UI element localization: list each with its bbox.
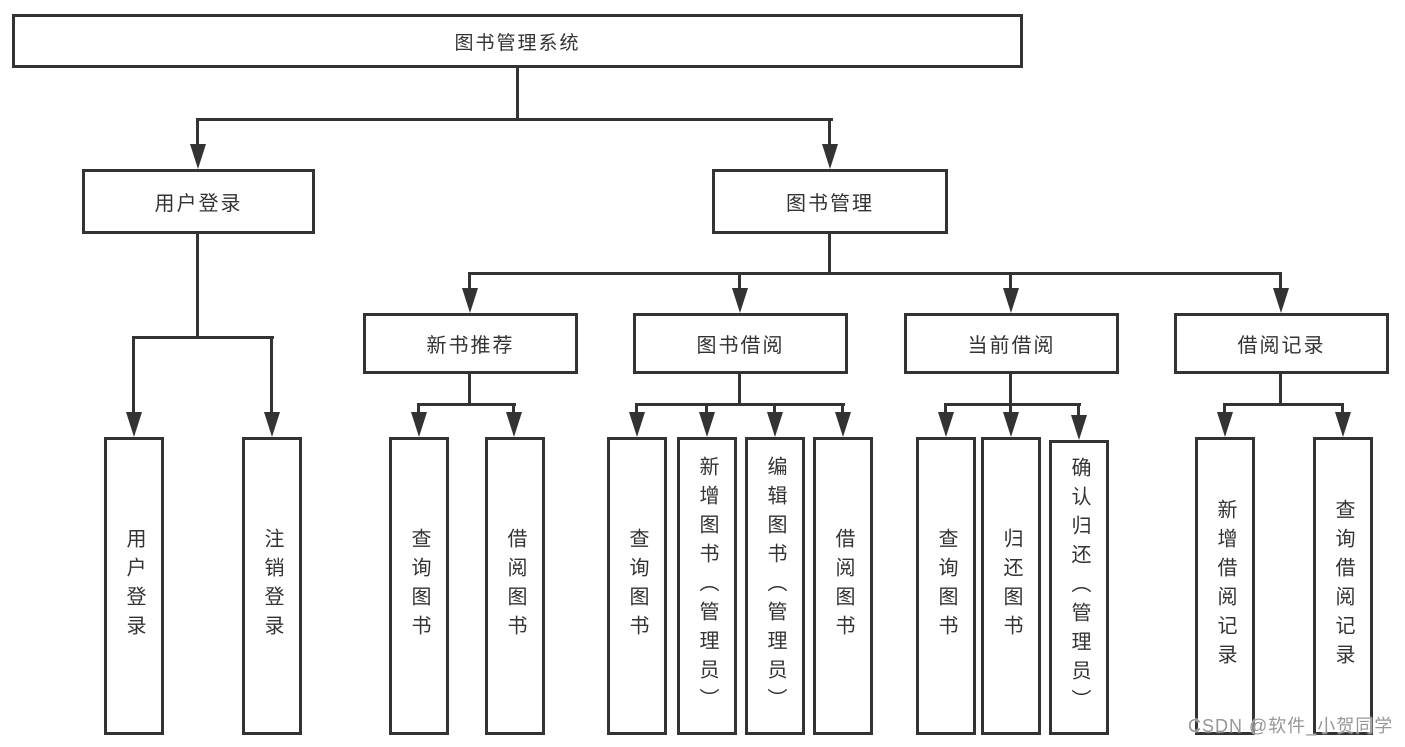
leaf-logout: 注销登录 [242,437,302,735]
node-label: 借阅记录 [1237,335,1326,357]
node-label: 新增借阅记录 [1214,499,1236,673]
node-borrowing-records: 借阅记录 [1174,313,1389,374]
node-label: 查询图书 [626,528,648,644]
node-book-management: 图书管理 [712,169,948,234]
connector-record-stub [1279,373,1282,406]
node-label: 当前借阅 [967,335,1056,357]
arrowhead-borrow-4 [835,412,851,437]
node-label: 用户登录 [123,528,145,644]
connector-drop-borrow [738,272,741,288]
connector-drop-newrec [468,272,471,288]
connector-drop-newrec-1 [417,403,420,412]
arrowhead-borrow-2 [699,412,715,437]
node-label: 用户登录 [154,193,243,215]
connector-drop-login [196,118,199,144]
arrowhead-record [1273,288,1289,313]
node-label: 归还图书 [1000,528,1022,644]
leaf-borrow-add-book-admin: 新增图书（管理员） [677,437,737,735]
connector-record-bus [1223,403,1343,406]
node-label: 确认归还（管理员） [1068,457,1090,718]
node-library-management-system: 图书管理系统 [12,14,1023,68]
connector-login-bus [132,336,274,339]
node-label: 新书推荐 [426,335,515,357]
arrowhead-login [190,144,206,169]
connector-drop-borrow-3 [773,403,776,412]
arrowhead-current-1 [938,412,954,437]
arrowhead-current [1003,288,1019,313]
leaf-current-confirm-return-admin: 确认归还（管理员） [1049,440,1109,735]
connector-drop-current-3 [1077,403,1080,415]
node-label: 借阅图书 [832,528,854,644]
connector-newrec-bus [417,403,516,406]
arrowhead-borrow-3 [767,412,783,437]
connector-drop-borrow-4 [841,403,844,412]
arrowhead-borrow [732,288,748,313]
connector-drop-borrow-2 [705,403,708,412]
connector-drop-record [1279,272,1282,288]
arrowhead-current-2 [1003,412,1019,437]
leaf-current-query-book: 查询图书 [916,437,976,735]
connector-drop-current-2 [1009,403,1012,412]
node-label: 借阅图书 [504,528,526,644]
connector-drop-newrec-2 [512,403,515,412]
arrowhead-record-1 [1217,412,1233,437]
connector-drop-leaf-user-login [132,336,135,412]
connector-drop-mgmt [828,118,831,144]
arrowhead-leaf-logout [264,412,280,437]
node-book-borrowing: 图书借阅 [633,313,848,374]
arrowhead-current-3 [1071,415,1087,440]
leaf-newrec-borrow-book: 借阅图书 [485,437,545,735]
connector-mgmt-bus [468,272,1282,275]
leaf-borrow-query-book: 查询图书 [607,437,667,735]
node-label: 图书管理系统 [454,32,581,54]
connector-current-bus [944,403,1081,406]
node-user-login-group: 用户登录 [82,169,315,234]
node-label: 编辑图书（管理员） [764,455,786,717]
node-label: 注销登录 [261,528,283,644]
node-label: 图书借阅 [696,335,785,357]
leaf-borrow-edit-book-admin: 编辑图书（管理员） [745,437,805,735]
node-new-book-recommendation: 新书推荐 [363,313,578,374]
leaf-current-return-book: 归还图书 [981,437,1041,735]
connector-login-stub [196,234,199,339]
leaf-user-login: 用户登录 [104,437,164,735]
connector-drop-current [1009,272,1012,288]
connector-root-bus [196,118,833,121]
connector-borrow-bus [635,403,845,406]
node-current-borrowing: 当前借阅 [904,313,1119,374]
leaf-record-add-borrow-record: 新增借阅记录 [1195,437,1255,735]
connector-newrec-stub [468,373,471,406]
node-label: 查询图书 [935,528,957,644]
connector-drop-record-1 [1223,403,1226,412]
arrowhead-leaf-user-login [126,412,142,437]
arrowhead-borrow-1 [629,412,645,437]
node-label: 查询借阅记录 [1332,499,1354,673]
connector-drop-current-1 [944,403,947,412]
arrowhead-newrec [462,288,478,313]
leaf-borrow-borrow-book: 借阅图书 [813,437,873,735]
leaf-record-query-borrow-record: 查询借阅记录 [1313,437,1373,735]
node-label: 查询图书 [408,528,430,644]
connector-borrow-stub [738,373,741,406]
arrowhead-newrec-1 [411,412,427,437]
node-label: 图书管理 [786,193,874,215]
node-label: 新增图书（管理员） [696,455,718,717]
connector-root-stub [516,68,519,120]
csdn-watermark: CSDN @软件_小贺同学 [1188,716,1394,736]
leaf-newrec-query-book: 查询图书 [389,437,449,735]
arrowhead-newrec-2 [506,412,522,437]
connector-mgmt-stub [828,234,831,275]
connector-current-stub [1009,373,1012,406]
connector-drop-borrow-1 [635,403,638,412]
arrowhead-mgmt [822,144,838,169]
connector-drop-leaf-logout [270,336,273,412]
arrowhead-record-2 [1335,412,1351,437]
connector-drop-record-2 [1341,403,1344,412]
